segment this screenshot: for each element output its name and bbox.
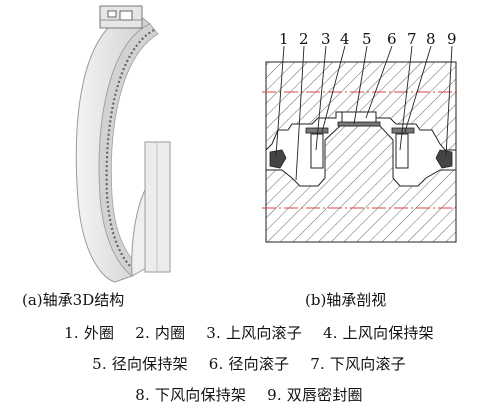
double-lip-seal-left <box>269 149 287 169</box>
legend-item-double-lip-seal: 9. 双唇密封圈 <box>267 386 363 404</box>
part-number-9: 9 <box>447 30 457 48</box>
legend-item-downwind-roller: 7. 下风向滚子 <box>310 355 406 373</box>
part-number-4: 4 <box>340 30 350 48</box>
legend-line-2: 5. 径向保持架 6. 径向滚子 7. 下风向滚子 <box>0 353 498 374</box>
legend-item-radial-roller: 6. 径向滚子 <box>208 355 290 373</box>
bearing-figure: 1 2 3 4 5 6 7 8 9 <box>75 5 460 283</box>
double-lip-seal-right <box>435 149 453 169</box>
legend-line-1: 1. 外圈 2. 内圈 3. 上风向滚子 4. 上风向保持架 <box>0 322 498 343</box>
bottom-section-cut <box>131 141 171 277</box>
bearing-3d-view <box>75 5 171 283</box>
leader-lines <box>275 45 453 181</box>
legend-item-downwind-cage: 8. 下风向保持架 <box>135 386 247 404</box>
legend-line-3: 8. 下风向保持架 9. 双唇密封圈 <box>0 384 498 405</box>
part-number-6: 6 <box>387 30 397 48</box>
legend-item-radial-cage: 5. 径向保持架 <box>92 355 188 373</box>
part-number-3: 3 <box>321 30 331 48</box>
downwind-cage <box>391 127 415 134</box>
part-number-8: 8 <box>426 30 436 48</box>
caption-3d-structure: (a)轴承3D结构 <box>22 291 125 309</box>
legend-item-upwind-cage: 4. 上风向保持架 <box>322 324 434 342</box>
legend-item-outer-ring: 1. 外圈 <box>64 324 115 342</box>
upwind-roller <box>310 133 324 169</box>
legend-item-inner-ring: 2. 内圈 <box>135 324 186 342</box>
bearing-section-view: 1 2 3 4 5 6 7 8 9 <box>262 30 460 243</box>
part-number-5: 5 <box>362 30 372 48</box>
top-section-cut <box>99 5 143 29</box>
part-number-2: 2 <box>299 30 309 48</box>
part-number-1: 1 <box>279 30 289 48</box>
downwind-roller <box>395 133 409 169</box>
roller-row-3d <box>105 29 155 273</box>
caption-section-view: (b)轴承剖视 <box>305 291 387 309</box>
part-number-7: 7 <box>407 30 417 48</box>
upwind-cage <box>305 127 329 134</box>
part-number-labels: 1 2 3 4 5 6 7 8 9 <box>279 30 457 48</box>
legend-item-upwind-roller: 3. 上风向滚子 <box>206 324 302 342</box>
radial-cage <box>337 121 381 127</box>
inner-ring-section <box>265 125 457 243</box>
